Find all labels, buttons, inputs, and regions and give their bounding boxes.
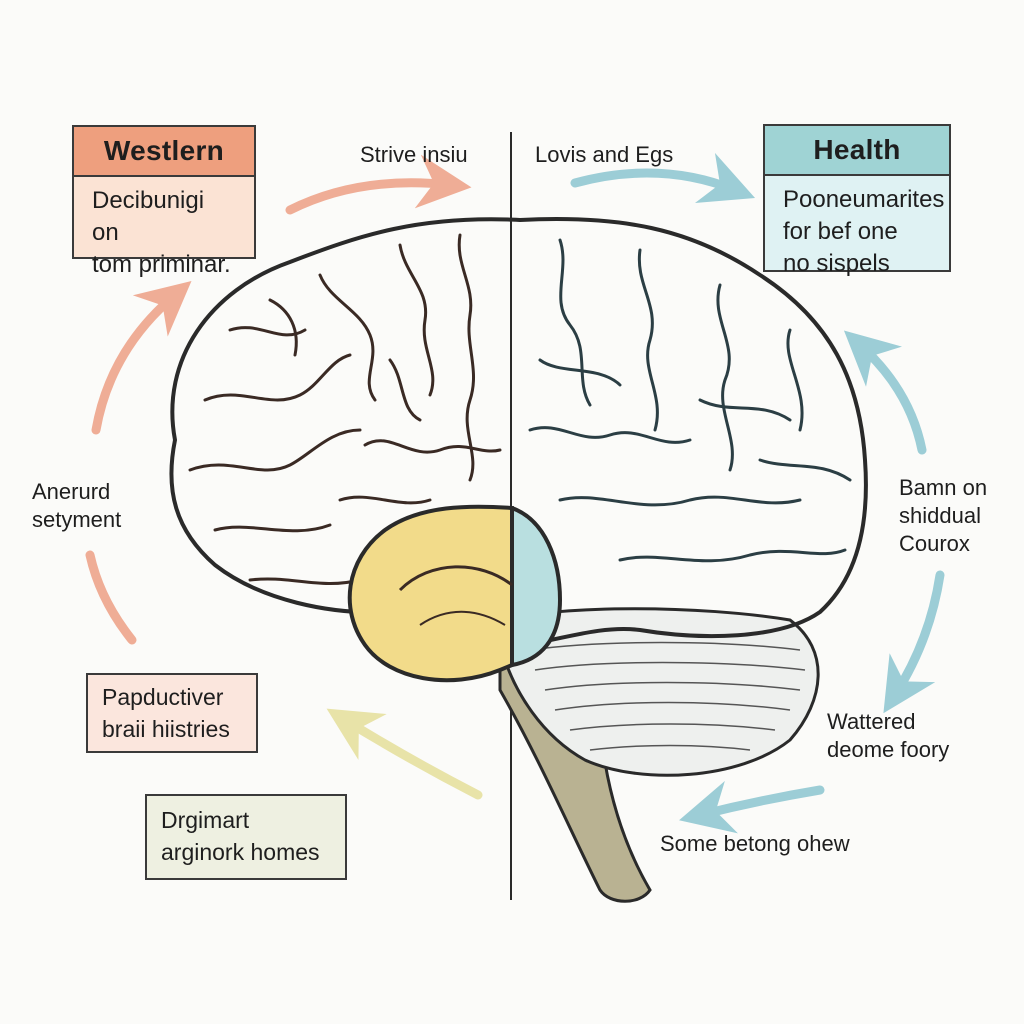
primary-box-text: Drgimart arginork homes (161, 807, 320, 865)
cycle-arrows (85, 152, 945, 834)
label-bottom-right-lower: Some betong ohew (660, 831, 850, 856)
arrow-left-up (91, 281, 192, 435)
health-box: Health Pooneumarites for bef one no sisp… (763, 124, 951, 277)
label-top-right: Lovis and Egs (535, 142, 674, 167)
right-hemisphere (512, 216, 868, 651)
western-box-title: Westlern (74, 127, 254, 177)
left-hemisphere (169, 216, 512, 651)
health-box-body: Pooneumarites for bef one no sispels (783, 186, 945, 277)
health-box-title: Health (765, 126, 949, 176)
label-right: Bamn on shiddual Courox (899, 475, 988, 556)
primary-box: Drgimart arginork homes (145, 794, 347, 880)
label-left: Anerurd setyment (32, 479, 122, 532)
cerebellum (503, 607, 820, 777)
arrow-left-down (85, 550, 137, 645)
arrow-right-down (883, 570, 945, 714)
label-bottom-right-upper: Wattered deome foory (827, 709, 950, 762)
productive-box: Papductiver braii hiistries (86, 673, 258, 753)
temporal-lobe (347, 504, 563, 683)
arrow-top-left (285, 154, 472, 215)
arrow-bottom-left (326, 708, 483, 800)
label-top-left: Strive insiu (360, 142, 468, 167)
western-box-body: Decibunigi on tom priminar. (92, 187, 231, 278)
productive-box-text: Papductiver braii hiistries (102, 684, 230, 742)
arrow-bottom-right (679, 780, 825, 834)
arrow-right-up (843, 330, 927, 455)
arrow-top-right (570, 152, 756, 204)
western-box: Westlern Decibunigi on tom priminar. (72, 125, 256, 278)
